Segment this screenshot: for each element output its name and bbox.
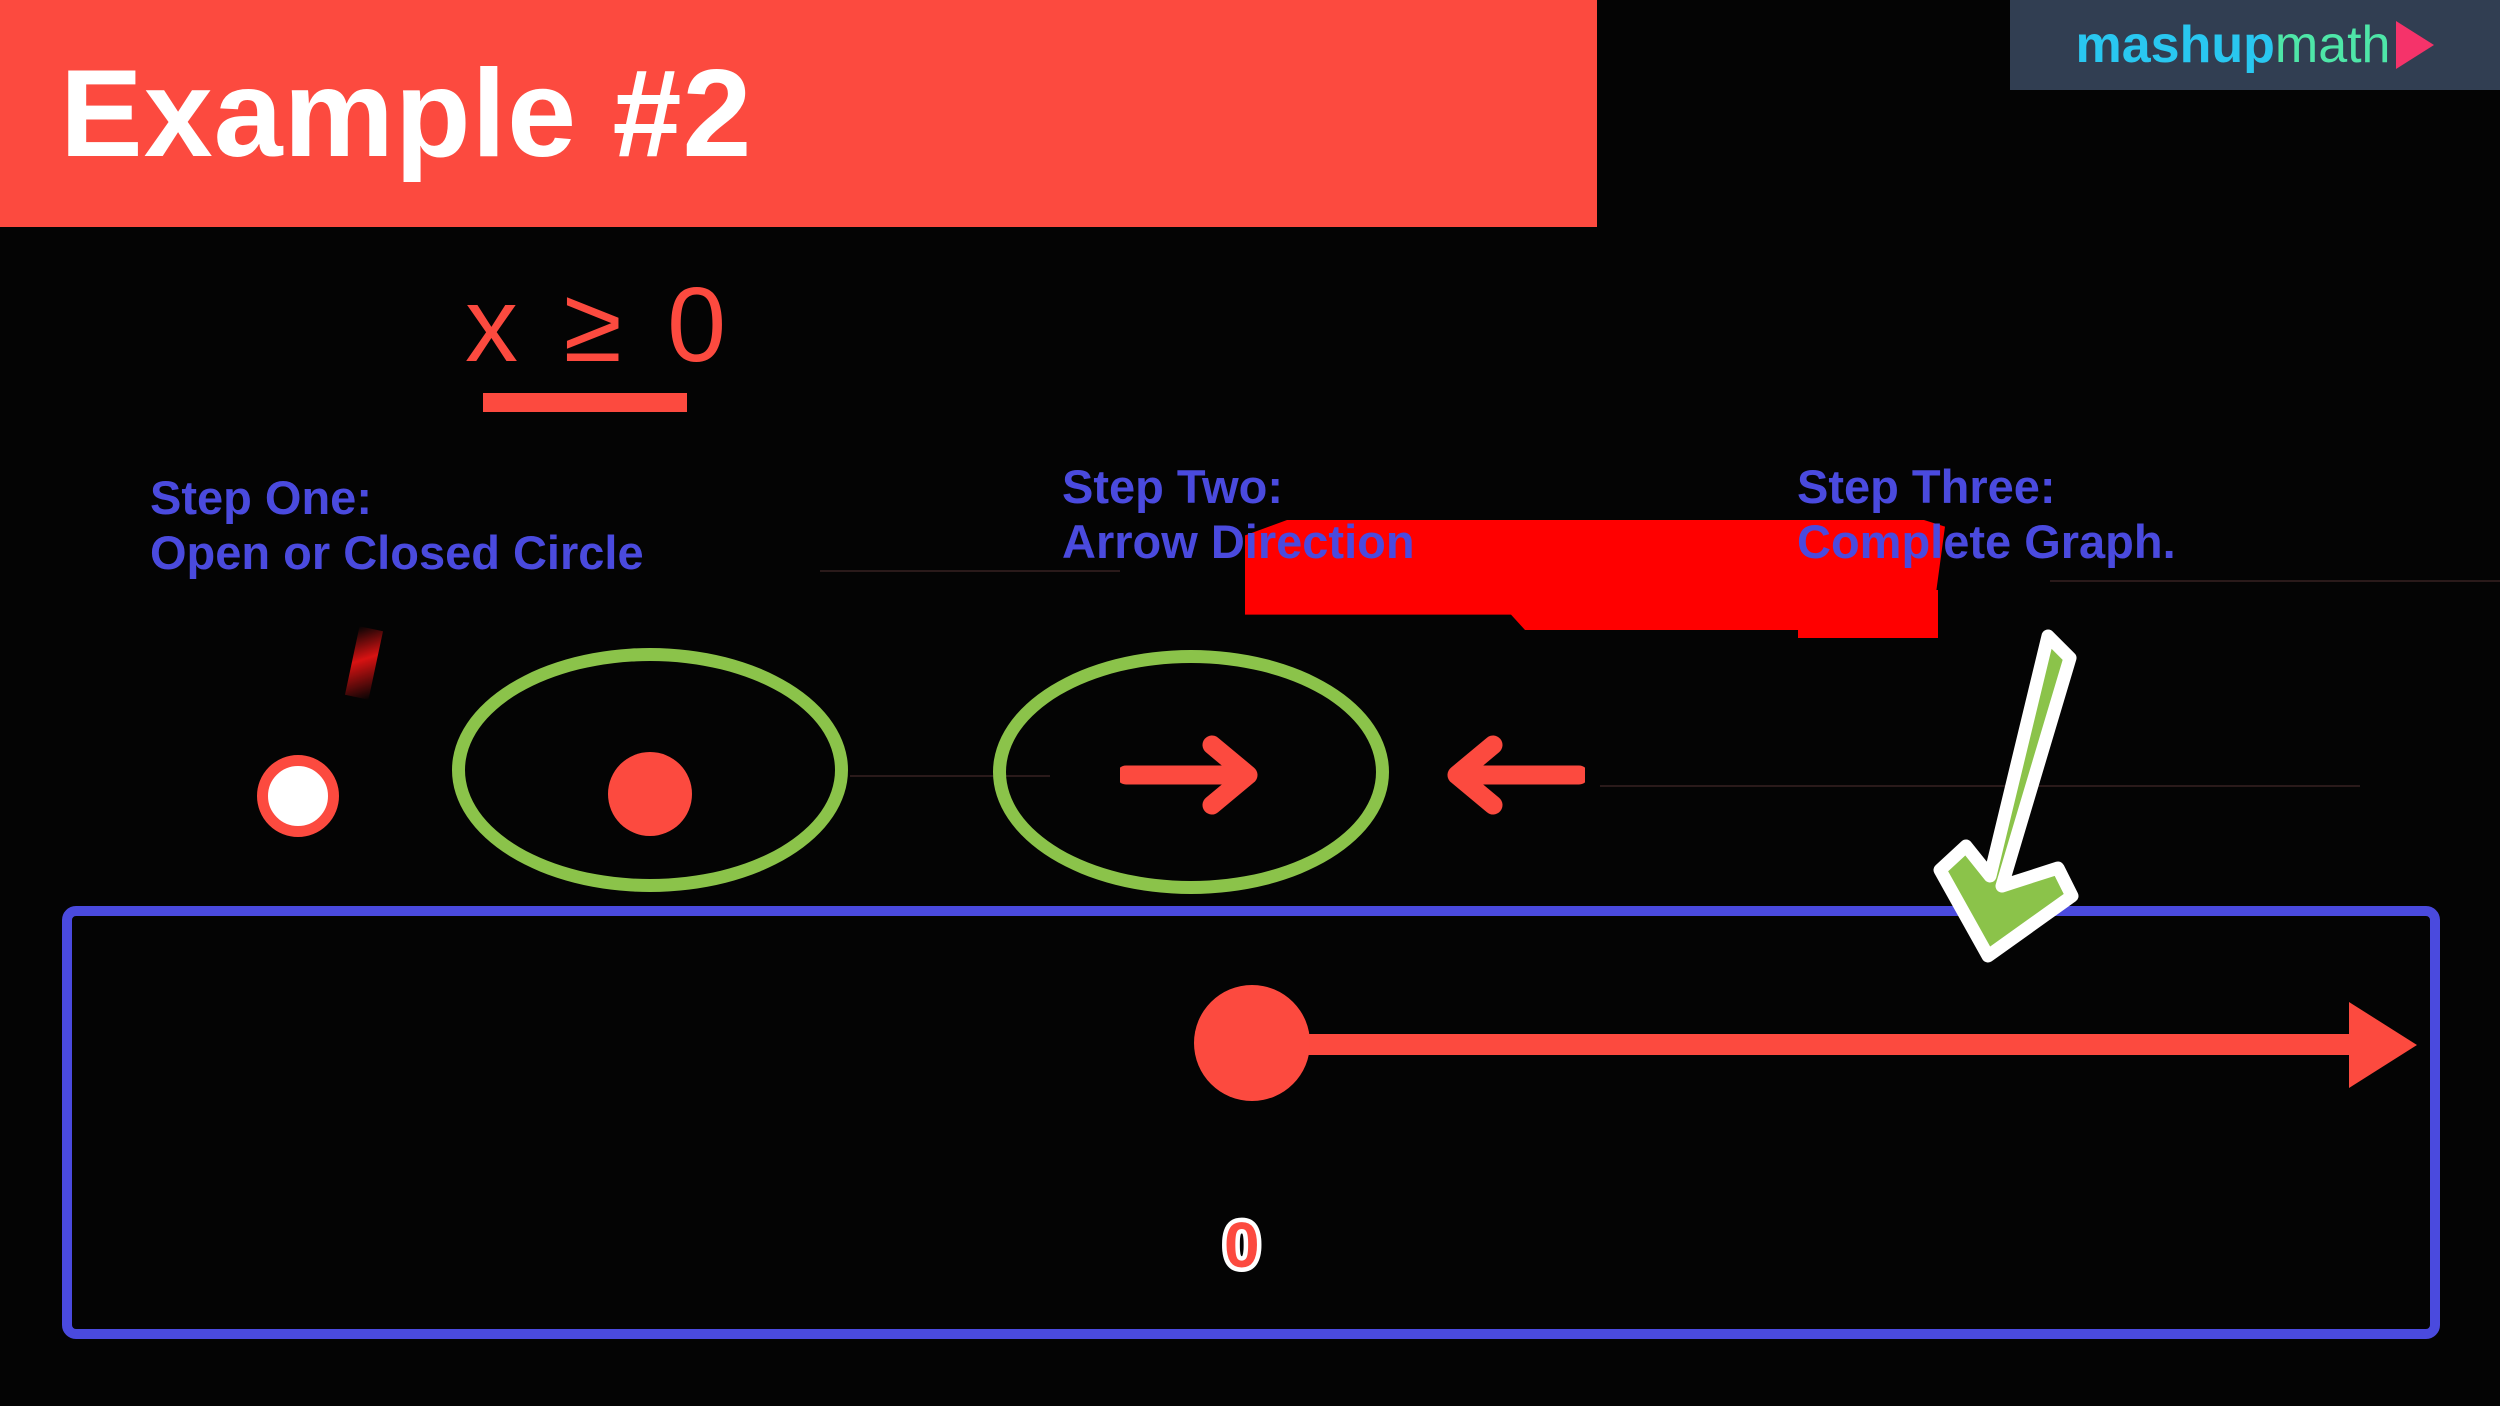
number-line-closed-endpoint xyxy=(1194,985,1310,1101)
number-line-ray-arrowhead xyxy=(2349,1002,2417,1088)
faint-guide-line xyxy=(850,775,1050,777)
step-one-label: Step One: Open or Closed Circle xyxy=(150,471,644,580)
step-two-detail: Arrow Direction xyxy=(1062,514,1415,568)
step-one-detail: Open or Closed Circle xyxy=(150,525,644,579)
inequality-underline xyxy=(483,393,687,412)
open-circle-option[interactable] xyxy=(257,755,339,837)
faint-guide-line xyxy=(1600,785,2360,787)
page-title: Example #2 xyxy=(60,44,753,183)
play-triangle-icon xyxy=(2396,21,2435,69)
number-line-ray xyxy=(1255,1034,2378,1055)
arrow-left-option[interactable] xyxy=(1435,735,1585,815)
arrow-right-option[interactable] xyxy=(1120,735,1270,815)
step-one-heading: Step One: xyxy=(150,471,372,524)
number-line-zero-label: 0 xyxy=(1220,1209,1264,1282)
inequality-expression: x ≥ 0 xyxy=(465,266,735,384)
step-two-heading: Step Two: xyxy=(1062,460,1284,513)
red-highlight-artifact-secondary xyxy=(1798,590,1938,638)
logo-text-math: math xyxy=(2274,16,2391,74)
number-line-box xyxy=(62,906,2440,1339)
step-two-label: Step Two: Arrow Direction xyxy=(1062,460,1415,569)
step-three-heading: Step Three: xyxy=(1797,460,2056,513)
faint-guide-line xyxy=(820,570,1120,572)
red-scribble-artifact xyxy=(344,626,384,700)
green-down-arrow-icon xyxy=(1933,629,2079,963)
step-three-label: Step Three: Complete Graph. xyxy=(1797,460,2176,569)
faint-guide-line xyxy=(2050,580,2500,582)
closed-circle-option[interactable] xyxy=(608,752,692,836)
step-three-detail: Complete Graph. xyxy=(1797,514,2176,568)
logo-text-mashup: mashup xyxy=(2075,16,2275,74)
title-banner: Example #2 xyxy=(0,0,1597,227)
